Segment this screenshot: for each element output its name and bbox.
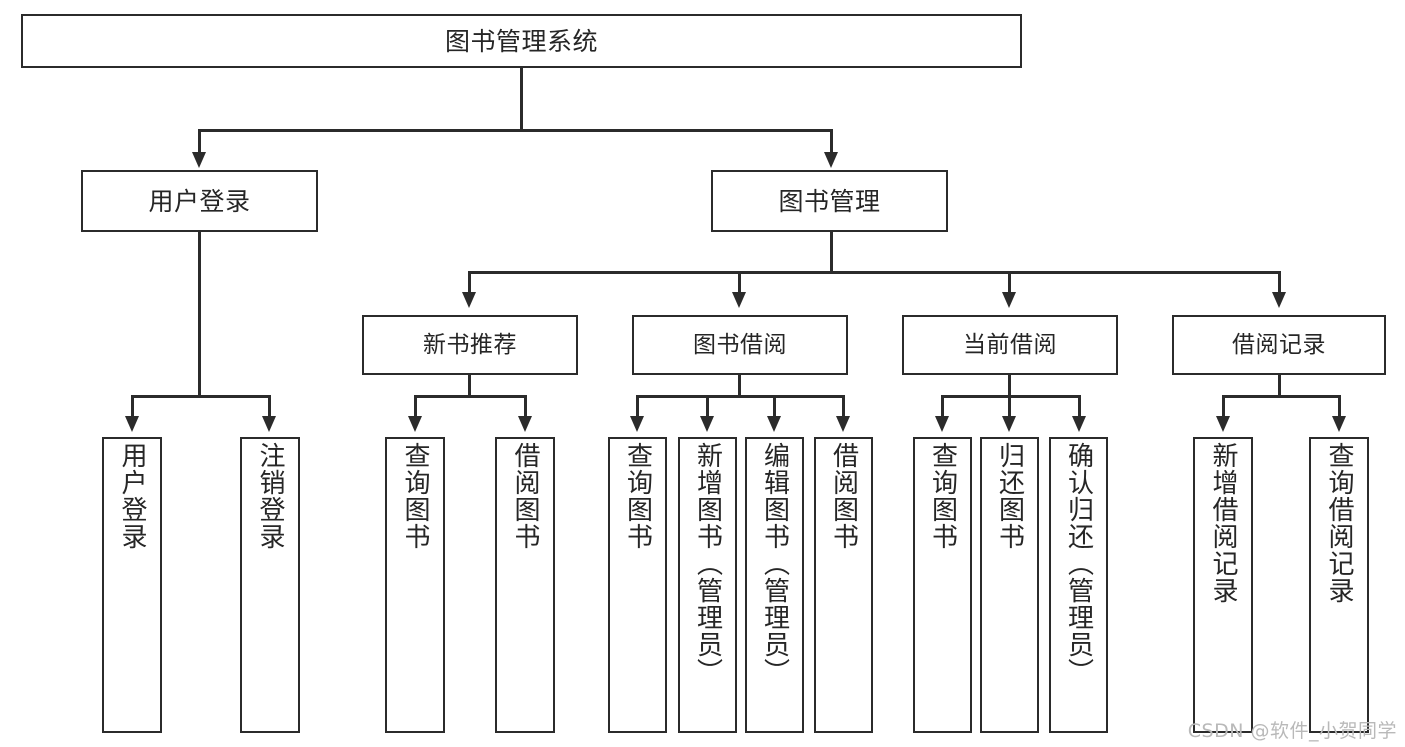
edge-book-borrow-stem xyxy=(738,375,741,397)
edge-to-book-management xyxy=(830,129,833,154)
node-borrow-record[interactable]: 借阅记录 xyxy=(1172,315,1386,375)
arrowhead-book-borrow-leaf-4 xyxy=(836,416,850,432)
edge-user-login-leaf-1 xyxy=(131,395,134,418)
leaf-borrow-borrow-book[interactable]: 借阅图书 xyxy=(814,437,873,733)
arrowhead-to-borrow-record xyxy=(1272,292,1286,308)
node-label: 借阅图书 xyxy=(510,442,541,550)
arrowhead-new-book-recommend-leaf-2 xyxy=(518,416,532,432)
arrowhead-to-current-borrow xyxy=(1002,292,1016,308)
node-label: 新增图书（管理员） xyxy=(692,442,723,685)
edge-current-borrow-leaf-1 xyxy=(941,395,944,418)
edge-user-login-leaf-bus xyxy=(131,395,270,398)
edge-borrow-record-leaf-1 xyxy=(1222,395,1225,418)
arrowhead-to-user-login xyxy=(192,152,206,168)
arrowhead-to-book-borrow xyxy=(732,292,746,308)
leaf-recommend-borrow-book[interactable]: 借阅图书 xyxy=(495,437,555,733)
leaf-user-login[interactable]: 用户登录 xyxy=(102,437,162,733)
node-label: 编辑图书（管理员） xyxy=(759,442,790,685)
arrowhead-new-book-recommend-leaf-1 xyxy=(408,416,422,432)
node-label: 图书管理 xyxy=(778,186,881,216)
node-root-book-management-system[interactable]: 图书管理系统 xyxy=(21,14,1022,68)
edge-user-login-leaf-2 xyxy=(268,395,271,418)
leaf-recommend-query-book[interactable]: 查询图书 xyxy=(385,437,445,733)
edge-new-book-recommend-leaf-2 xyxy=(524,395,527,418)
edge-book-borrow-leaf-bus xyxy=(636,395,844,398)
node-label: 当前借阅 xyxy=(963,331,1057,358)
edge-new-book-recommend-leaf-1 xyxy=(414,395,417,418)
edge-book-management-stem xyxy=(830,232,833,273)
node-label: 新书推荐 xyxy=(423,331,517,358)
leaf-current-confirm-return-admin[interactable]: 确认归还（管理员） xyxy=(1049,437,1108,733)
edge-user-login-stem xyxy=(198,232,201,397)
edge-to-current-borrow xyxy=(1008,271,1011,294)
arrowhead-book-borrow-leaf-3 xyxy=(767,416,781,432)
arrowhead-to-new-book-recommend xyxy=(462,292,476,308)
leaf-borrow-edit-book-admin[interactable]: 编辑图书（管理员） xyxy=(745,437,804,733)
arrowhead-current-borrow-leaf-2 xyxy=(1002,416,1016,432)
edge-root-stem xyxy=(520,68,523,131)
leaf-record-add-borrow-record[interactable]: 新增借阅记录 xyxy=(1193,437,1253,733)
arrowhead-book-borrow-leaf-2 xyxy=(700,416,714,432)
node-label: 图书借阅 xyxy=(693,331,787,358)
node-current-borrow[interactable]: 当前借阅 xyxy=(902,315,1118,375)
edge-to-book-borrow xyxy=(738,271,741,294)
leaf-current-return-book[interactable]: 归还图书 xyxy=(980,437,1039,733)
edge-book-borrow-leaf-4 xyxy=(842,395,845,418)
leaf-record-query-borrow-record[interactable]: 查询借阅记录 xyxy=(1309,437,1369,733)
node-label: 用户登录 xyxy=(117,442,148,550)
leaf-borrow-add-book-admin[interactable]: 新增图书（管理员） xyxy=(678,437,737,733)
edge-book-borrow-leaf-3 xyxy=(773,395,776,418)
leaf-borrow-query-book[interactable]: 查询图书 xyxy=(608,437,667,733)
edge-to-new-book-recommend xyxy=(468,271,471,294)
node-label: 归还图书 xyxy=(994,442,1025,550)
node-user-login[interactable]: 用户登录 xyxy=(81,170,318,232)
node-label: 借阅记录 xyxy=(1232,331,1326,358)
edge-book-borrow-leaf-2 xyxy=(706,395,709,418)
edge-borrow-record-stem xyxy=(1278,375,1281,397)
arrowhead-user-login-leaf-1 xyxy=(125,416,139,432)
leaf-current-query-book[interactable]: 查询图书 xyxy=(913,437,972,733)
node-label: 查询图书 xyxy=(927,442,958,550)
edge-level2-bus xyxy=(198,129,832,132)
arrowhead-borrow-record-leaf-2 xyxy=(1332,416,1346,432)
node-label: 图书管理系统 xyxy=(444,26,598,56)
arrowhead-current-borrow-leaf-1 xyxy=(935,416,949,432)
edge-new-book-recommend-stem xyxy=(468,375,471,397)
arrowhead-current-borrow-leaf-3 xyxy=(1072,416,1086,432)
node-book-management[interactable]: 图书管理 xyxy=(711,170,948,232)
arrowhead-book-borrow-leaf-1 xyxy=(630,416,644,432)
edge-new-book-recommend-leaf-bus xyxy=(414,395,526,398)
edge-current-borrow-stem xyxy=(1008,375,1011,397)
edge-book-borrow-leaf-1 xyxy=(636,395,639,418)
edge-to-borrow-record xyxy=(1278,271,1281,294)
edge-current-borrow-leaf-3 xyxy=(1078,395,1081,418)
node-book-borrow[interactable]: 图书借阅 xyxy=(632,315,848,375)
node-label: 确认归还（管理员） xyxy=(1063,442,1094,685)
leaf-logout[interactable]: 注销登录 xyxy=(240,437,300,733)
node-label: 注销登录 xyxy=(255,442,286,550)
edge-to-user-login xyxy=(198,129,201,154)
node-new-book-recommend[interactable]: 新书推荐 xyxy=(362,315,578,375)
arrowhead-to-book-management xyxy=(824,152,838,168)
node-label: 借阅图书 xyxy=(828,442,859,550)
edge-level3-bus xyxy=(468,271,1280,274)
edge-borrow-record-leaf-bus xyxy=(1222,395,1340,398)
arrowhead-user-login-leaf-2 xyxy=(262,416,276,432)
edge-current-borrow-leaf-2 xyxy=(1008,395,1011,418)
node-label: 查询借阅记录 xyxy=(1324,442,1355,604)
edge-current-borrow-leaf-bus xyxy=(941,395,1080,398)
node-label: 用户登录 xyxy=(148,186,251,216)
node-label: 查询图书 xyxy=(622,442,653,550)
node-label: 查询图书 xyxy=(400,442,431,550)
arrowhead-borrow-record-leaf-1 xyxy=(1216,416,1230,432)
edge-borrow-record-leaf-2 xyxy=(1338,395,1341,418)
node-label: 新增借阅记录 xyxy=(1208,442,1239,604)
